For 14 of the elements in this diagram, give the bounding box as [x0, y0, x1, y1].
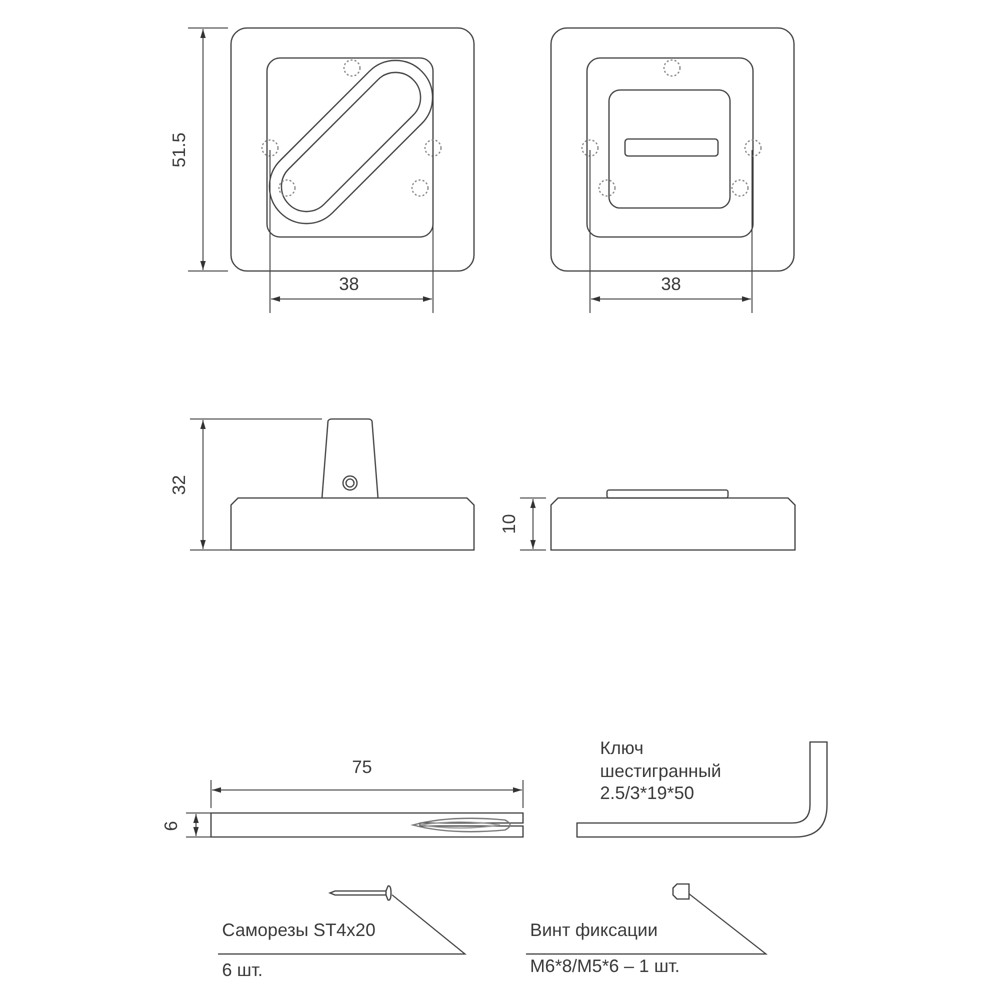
dimension-label: 38 [660, 274, 682, 296]
part-name: Винт фиксации [530, 920, 658, 942]
dimension-label: 75 [352, 757, 372, 779]
dimension-label: 32 [169, 474, 190, 496]
part-quantity: 6 шт. [222, 960, 263, 982]
leader-line [218, 894, 467, 955]
dimension-label: 6 [161, 821, 182, 831]
part-quantity: M6*8/M5*6 – 1 шт. [530, 956, 680, 978]
leader-line [526, 893, 768, 955]
dimension-label: 38 [338, 274, 360, 296]
dimension-label: 51.5 [169, 132, 190, 168]
part-name: Саморезы ST4x20 [222, 920, 376, 942]
dimension-label: 10 [499, 514, 520, 534]
part-label: Ключ шестигранный 2.5/3*19*50 [600, 737, 722, 804]
